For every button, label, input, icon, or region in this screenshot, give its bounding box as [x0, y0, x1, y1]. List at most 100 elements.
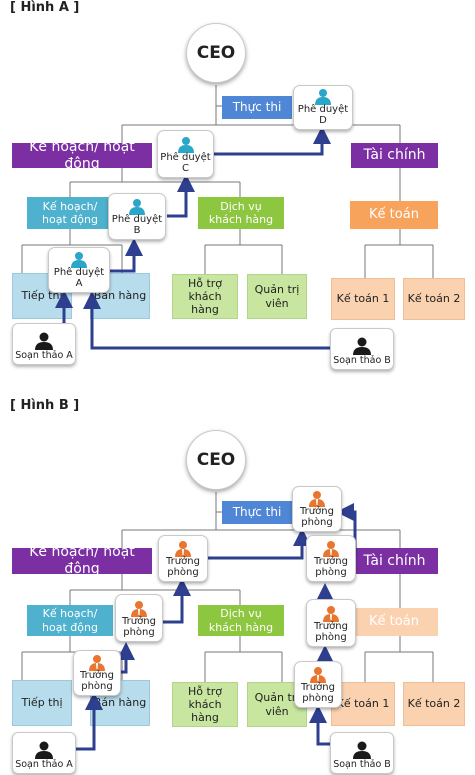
- approver-c-letter: C: [182, 162, 189, 174]
- head-line1: Trưởng: [300, 506, 334, 517]
- ke-toan-2-box: Kế toán 2: [403, 278, 465, 320]
- drafter-a: Soạn thảo A: [12, 732, 76, 774]
- head-line1: Trưởng: [314, 556, 348, 567]
- department-head-ke-hoach: Trưởng phòng: [158, 535, 208, 582]
- figure-b-label: [ Hình B ]: [10, 398, 80, 413]
- arrow-approver-c-to-d: [214, 126, 331, 156]
- ke-hoach-sub-line1: Kế hoạch/: [42, 199, 98, 213]
- ke-toan-box: Kế toán: [350, 608, 438, 636]
- head-line2: phòng: [315, 566, 347, 578]
- head-line2: phòng: [302, 692, 334, 704]
- approver-b-letter: B: [133, 224, 141, 236]
- arrow-planning-sub-head-to-planning-head: [160, 578, 191, 624]
- ke-toan-1-box: Kế toán 1: [331, 278, 395, 320]
- ke-toan-2-box: Kế toán 2: [403, 682, 465, 726]
- drafter-b-label: Soạn thảo B: [333, 759, 391, 770]
- ke-hoach-sub-box: Kế hoạch/ hoạt động: [27, 605, 113, 636]
- quan-tri-line1: Quản trị: [254, 283, 300, 297]
- department-head-ban-hang: Trưởng phòng: [73, 650, 121, 696]
- head-line2: phòng: [167, 566, 199, 578]
- drafter-a-label: Soạn thảo A: [15, 350, 73, 361]
- ceo-node: CEO: [186, 430, 246, 490]
- head-line2: phòng: [301, 516, 333, 528]
- tai-chinh-box: Tài chính: [351, 143, 438, 168]
- ke-hoach-sub-line2: hoạt động: [42, 620, 98, 634]
- arrow-approver-b-to-c: [167, 174, 195, 218]
- person-icon: [353, 337, 371, 355]
- thuc-thi-box: Thực thi: [222, 96, 292, 119]
- approver-a-text: Phê duyệt: [53, 267, 105, 278]
- head-line1: Trưởng: [314, 621, 348, 632]
- tiep-thi-box: Tiếp thị: [12, 680, 72, 726]
- ceo-node: CEO: [186, 23, 246, 83]
- ke-hoach-sub-line1: Kế hoạch/: [42, 607, 98, 621]
- head-line1: Trưởng: [122, 616, 156, 627]
- drafter-b: Soạn thảo B: [330, 328, 394, 370]
- department-head-icon: [175, 541, 191, 557]
- ho-tro-line2: khách hàng: [188, 289, 222, 317]
- approver-a: Phê duyệt A: [48, 247, 110, 293]
- ke-toan-box: Kế toán: [350, 201, 438, 229]
- ke-hoach-hoat-dong-box: Kế hoạch/ hoạt động: [12, 139, 152, 172]
- dich-vu-box: Dịch vụ khách hàng: [198, 605, 284, 636]
- approver-c: Phê duyệt C: [157, 130, 214, 178]
- ke-hoach-sub-box: Kế hoạch/ hoạt động: [27, 197, 113, 229]
- drafter-a: Soạn thảo A: [12, 323, 76, 365]
- department-head-ke-toan-1: Trưởng phòng: [294, 661, 342, 708]
- head-line2: phòng: [123, 626, 155, 638]
- quan-tri-line1: Quản trị: [254, 691, 300, 705]
- user-icon: [315, 89, 331, 105]
- quan-tri-line2: viên: [265, 704, 289, 718]
- approver-a-letter: A: [75, 277, 83, 289]
- figure-a-label: [ Hình A ]: [10, 0, 80, 15]
- ho-tro-line1: Hỗ trợ: [187, 276, 223, 290]
- department-head-icon: [323, 606, 339, 622]
- person-icon: [35, 741, 53, 759]
- thuc-thi-box: Thực thi: [222, 501, 292, 524]
- department-head-ke-toan: Trưởng phòng: [306, 599, 356, 647]
- quan-tri-line2: viên: [265, 296, 289, 310]
- ke-hoach-hoat-dong-box: Kế hoạch/ hoạt động: [12, 544, 152, 577]
- approver-d-text: Phê duyệt: [297, 104, 349, 115]
- tai-chinh-box: Tài chính: [351, 548, 438, 574]
- drafter-a-label: Soạn thảo A: [15, 759, 73, 770]
- approver-d-letter: D: [319, 114, 327, 126]
- approver-b: Phê duyệt B: [108, 193, 166, 240]
- head-line2: phòng: [315, 631, 347, 643]
- department-head-ke-hoach-sub: Trưởng phòng: [115, 594, 163, 642]
- drafter-b-label: Soạn thảo B: [333, 355, 391, 366]
- ke-hoach-sub-line2: hoạt động: [42, 213, 98, 226]
- approver-c-text: Phê duyệt: [160, 152, 211, 163]
- department-head-thuc-thi: Trưởng phòng: [292, 486, 342, 532]
- head-line2: phòng: [81, 680, 113, 692]
- head-line1: Trưởng: [301, 682, 335, 693]
- ho-tro-line1: Hỗ trợ: [187, 684, 223, 698]
- ho-tro-box: Hỗ trợ khách hàng: [172, 274, 238, 319]
- department-head-icon: [131, 601, 147, 617]
- ho-tro-box: Hỗ trợ khách hàng: [172, 682, 238, 727]
- department-head-icon: [89, 655, 105, 671]
- department-head-icon: [310, 667, 326, 683]
- dich-vu-line1: Dịch vụ: [220, 607, 262, 621]
- quan-tri-box: Quản trị viên: [247, 274, 307, 319]
- arrow-drafter-b-to-approver-a: [83, 291, 335, 350]
- dich-vu-line2: khách hàng: [208, 620, 274, 634]
- person-icon: [353, 741, 371, 759]
- approver-d: Phê duyệt D: [293, 85, 353, 130]
- user-icon: [177, 137, 194, 153]
- arrow-planning-head-to-exec-head: [208, 528, 311, 560]
- department-head-icon: [309, 491, 325, 507]
- drafter-b: Soạn thảo B: [330, 732, 394, 774]
- department-head-tai-chinh: Trưởng phòng: [306, 535, 356, 582]
- person-icon: [35, 332, 53, 350]
- approver-b-text: Phê duyệt: [111, 214, 163, 225]
- head-line1: Trưởng: [166, 556, 200, 567]
- department-head-icon: [323, 541, 339, 557]
- dich-vu-box: Dịch vụ khách hàng: [198, 197, 284, 229]
- arrow-approver-a-to-b: [110, 238, 143, 273]
- ho-tro-line2: khách hàng: [188, 697, 222, 725]
- dich-vu-line1: Dịch vụ: [220, 199, 262, 213]
- head-line1: Trưởng: [80, 670, 114, 681]
